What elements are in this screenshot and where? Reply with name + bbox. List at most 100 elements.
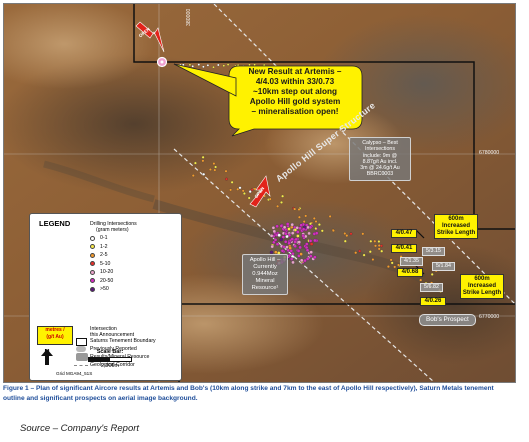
drill-point [272,229,277,234]
previous-label: 4/1.35 [400,257,423,266]
drill-point [250,188,254,192]
drill-point [297,240,301,244]
artemis-callout: New Result at Artemis – 4/4.03 within 33… [231,67,359,117]
drill-point [284,231,288,236]
callout-line: Apollo Hill gold system [249,97,341,106]
bobs-prospect-label: Bob's Prospect [419,314,476,326]
aerial-map: 380000 6780000 6770000 Apollo Hill Super… [3,3,516,383]
drill-point [299,258,304,263]
legend-intersection: Intersection this Announcement [90,326,134,338]
scale-label: Scale Bar: [96,349,124,355]
drill-point [191,65,194,68]
legend-bin-dot [90,269,95,275]
figure-caption: Figure 1 – Plan of significant Aircore r… [3,385,494,402]
drill-point [280,249,285,253]
drill-point [281,235,286,239]
northing-label-2: 6770000 [479,314,500,320]
drill-point [217,63,220,67]
drill-point [229,188,233,192]
legend-bin: 5-10 [90,260,110,268]
calypso-line: include: 9m @ [363,152,397,159]
strike-box-top: 600m Increased Strike Length [434,214,478,239]
drill-point [374,244,377,248]
easting-label: 380000 [186,8,192,26]
scale-bar-graphic [88,356,132,362]
previous-symbol [76,346,86,352]
drill-point [248,190,252,194]
drill-point [297,208,301,211]
drill-point [296,249,301,253]
drill-point [236,187,240,191]
drill-point [208,168,212,171]
drill-points [179,63,443,293]
legend-intersection-line: Intersection [90,326,117,332]
drill-point [285,245,289,249]
drill-point [312,216,316,220]
result-label: 4/0.47 [391,229,417,238]
strike-line: 600m [474,276,490,282]
drill-point [253,187,257,191]
legend-bin-dot [90,252,95,258]
drill-point [276,204,280,208]
drill-point [313,238,317,243]
legend-bin-label: 5-10 [100,260,111,267]
legend-bin-label: 10-20 [100,269,114,275]
drill-point [287,253,292,258]
drill-point [279,224,284,228]
drill-point [212,65,215,69]
drill-point [309,242,314,246]
drill-point [275,242,280,246]
callout-line: New Result at Artemis – [248,67,342,76]
calypso-line: Intersections [364,146,396,153]
drill-point [301,227,306,232]
drill-point [197,63,201,66]
north-arrow: N [41,349,53,365]
result-label: 4/0.68 [397,268,423,277]
drill-point [293,244,297,248]
strike-line: Strike Length [462,290,502,296]
drill-point [193,161,197,165]
drill-point [386,265,390,269]
drill-point [320,229,324,233]
drill-point [206,64,210,67]
strike-line: Strike Length [436,230,476,236]
drill-point [280,200,283,204]
drill-point [304,214,308,218]
drill-point [269,234,274,238]
drill-point [285,222,290,226]
drill-point [371,258,375,261]
drill-point [301,233,305,238]
drill-point [269,250,274,255]
drill-point [380,249,384,253]
drill-point [309,254,313,258]
callout-line: – mineralisation open! [251,107,339,116]
drill-point [282,245,286,249]
drill-point [242,192,246,195]
drill-point [271,226,276,230]
drill-point [302,220,306,224]
drill-point [188,63,192,67]
drill-point [226,63,230,66]
result-label: 4/0.26 [420,297,446,306]
drill-point [213,168,217,172]
drill-point [277,233,281,237]
legend-tenement: Saturns Tenement Boundary [90,338,156,344]
drill-point [296,234,300,238]
drill-point [314,227,318,230]
drill-point [317,223,321,227]
drill-point [273,238,278,242]
drill-point [389,258,393,262]
legend-bin-label: >50 [100,286,109,292]
drill-point [287,227,291,231]
callout-line: 4/4.03 within 33/0.73 [255,77,335,86]
drill-point [358,249,362,253]
drill-point [361,232,365,236]
legend-corridor: Geological Corridor [90,362,135,368]
drill-point [289,257,294,261]
drill-point [309,250,313,254]
drill-point [225,177,228,181]
drill-point [224,169,228,173]
drill-point [279,237,283,242]
northing-label-1: 6780000 [479,150,500,156]
calypso-line: Calypso – Best [362,140,398,146]
